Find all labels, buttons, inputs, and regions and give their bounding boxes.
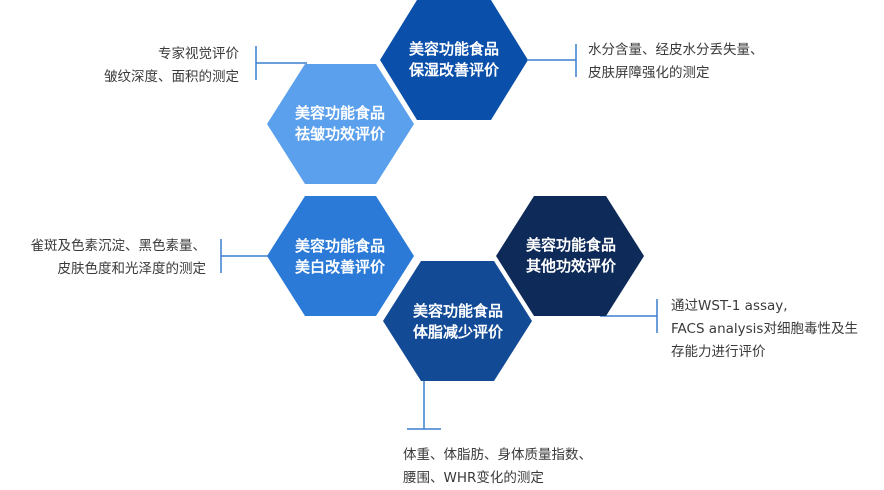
desc-moisture: 水分含量、经皮水分丢失量、 皮肤屏障强化的测定: [588, 39, 764, 85]
hex-body-fat-title-line2: 体脂减少评价: [412, 323, 504, 341]
desc-other-line2: FACS analysis对细胞毒性及生: [671, 321, 858, 337]
hex-other-title-line2: 其他功效评价: [525, 257, 617, 275]
hex-wrinkle-title-line2: 祛皱功效评价: [294, 125, 386, 143]
desc-moisture-line1: 水分含量、经皮水分丢失量、: [588, 42, 764, 58]
desc-other-line1: 通过WST-1 assay,: [671, 298, 788, 314]
hex-body-fat-title: 美容功能食品 体脂减少评价: [413, 301, 503, 343]
desc-wrinkle: 专家视觉评价 皱纹深度、面积的测定: [104, 43, 239, 89]
desc-whitening-line2: 皮肤色度和光泽度的测定: [57, 261, 207, 277]
hex-whitening-title: 美容功能食品 美白改善评价: [295, 236, 385, 278]
hex-whitening-title-line2: 美白改善评价: [294, 258, 386, 276]
hex-wrinkle: [267, 64, 414, 184]
connector-whitening: [220, 239, 270, 273]
hex-other-title: 美容功能食品 其他功效评价: [526, 235, 616, 277]
hex-whitening-title-line1: 美容功能食品: [294, 237, 386, 255]
desc-whitening: 雀斑及色素沉淀、黑色素量、 皮肤色度和光泽度的测定: [31, 235, 207, 281]
desc-whitening-line1: 雀斑及色素沉淀、黑色素量、: [30, 238, 207, 254]
desc-other: 通过WST-1 assay, FACS analysis对细胞毒性及生 存能力进…: [671, 295, 858, 364]
connector-body-fat: [407, 380, 441, 430]
hex-wrinkle-title: 美容功能食品 祛皱功效评价: [295, 103, 385, 145]
connector-wrinkle: [255, 46, 307, 80]
connector-other: [600, 299, 658, 333]
hex-other-title-line1: 美容功能食品: [525, 236, 617, 254]
desc-wrinkle-line1: 专家视觉评价: [158, 46, 239, 62]
hex-whitening: [267, 196, 414, 316]
hex-moisture: [380, 0, 528, 120]
desc-body-fat: 体重、体脂肪、身体质量指数、 腰围、WHR变化的测定: [403, 444, 592, 490]
hex-body-fat-title-line1: 美容功能食品: [412, 302, 504, 320]
hex-other: [496, 196, 644, 316]
desc-body-fat-line1: 体重、体脂肪、身体质量指数、: [403, 447, 592, 463]
desc-body-fat-line2: 腰围、WHR变化的测定: [403, 470, 544, 486]
hex-moisture-title-line2: 保湿改善评价: [408, 61, 500, 79]
hex-wrinkle-title-line1: 美容功能食品: [294, 104, 386, 122]
desc-wrinkle-line2: 皱纹深度、面积的测定: [104, 69, 239, 85]
hex-moisture-title: 美容功能食品 保湿改善评价: [409, 39, 499, 81]
desc-moisture-line2: 皮肤屏障强化的测定: [588, 65, 710, 81]
connector-moisture: [528, 44, 577, 77]
desc-other-line3: 存能力进行评价: [671, 344, 766, 360]
hex-body-fat: [383, 261, 532, 381]
hex-moisture-title-line1: 美容功能食品: [408, 40, 500, 58]
